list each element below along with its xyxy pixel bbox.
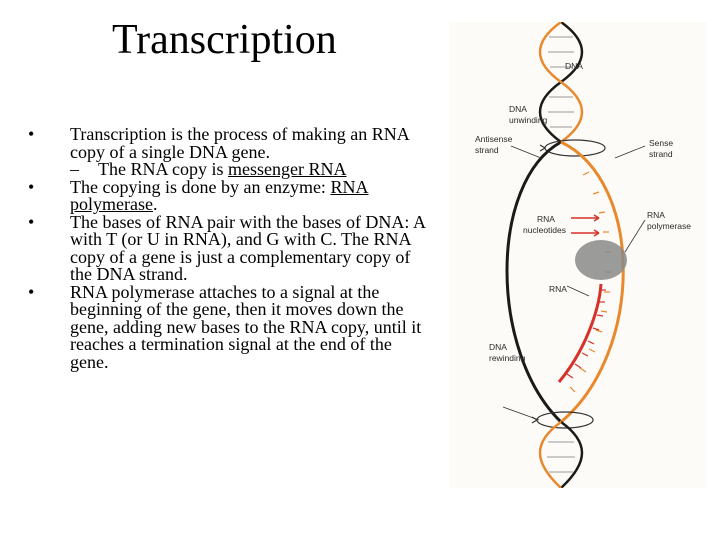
label-antisense-strand: Antisense xyxy=(475,134,513,144)
bullet-symbol: • xyxy=(28,124,35,144)
label-sense-strand: strand xyxy=(649,149,673,159)
sub-bullet-symbol: – xyxy=(70,159,79,179)
transcription-bubble xyxy=(505,140,625,424)
bullet-text: Transcription is the process of making a… xyxy=(70,124,409,162)
bullet-text: The bases of RNA pair with the bases of … xyxy=(70,211,425,284)
label-dna: DNA xyxy=(565,61,583,71)
lower-dna-helix xyxy=(538,420,584,488)
bullet-suffix: . xyxy=(152,194,158,214)
label-dna-rewinding: DNA xyxy=(489,342,507,352)
label-dna-unwinding: unwinding xyxy=(509,115,548,125)
upper-dna-helix xyxy=(538,22,584,144)
unwinding-arrow xyxy=(539,139,606,157)
label-rna-nucleotides: nucleotides xyxy=(523,225,566,235)
bullet-item: • Transcription is the process of making… xyxy=(28,124,428,162)
transcription-diagram: DNA DNA unwinding Antisense strand Sense… xyxy=(449,22,707,488)
bullet-item: • The bases of RNA pair with the bases o… xyxy=(28,211,428,284)
label-dna-rewinding: rewinding xyxy=(489,353,526,363)
bullet-symbol: • xyxy=(28,281,35,302)
sub-bullet-prefix: The RNA copy is xyxy=(98,159,228,179)
label-rna-polymerase: RNA xyxy=(647,210,665,220)
slide-title: Transcription xyxy=(112,17,337,63)
bullet-prefix: The copying is done by an enzyme: xyxy=(70,176,331,197)
label-dna-unwinding: DNA xyxy=(509,104,527,114)
label-rna-polymerase: polymerase xyxy=(647,221,691,231)
bullet-symbol: • xyxy=(28,211,35,232)
leader-lines xyxy=(502,145,646,421)
transcription-diagram-svg: DNA DNA unwinding Antisense strand Sense… xyxy=(475,22,691,488)
bullet-term: RNA polymerase xyxy=(70,176,369,214)
label-rna-nucleotides: RNA xyxy=(537,214,555,224)
label-sense-strand: Sense xyxy=(649,138,673,148)
incoming-nucleotides xyxy=(571,214,600,237)
bullet-list: • Transcription is the process of making… xyxy=(28,124,428,372)
bullet-symbol: • xyxy=(28,176,35,197)
rna-polymerase-shape xyxy=(575,240,627,280)
sub-bullet-term: messenger RNA xyxy=(228,159,347,179)
sub-bullet-item: – The RNA copy is messenger RNA xyxy=(28,159,428,179)
bullet-item: • The copying is done by an enzyme: RNA … xyxy=(28,176,428,214)
label-rna: RNA xyxy=(549,284,567,294)
label-antisense-strand: strand xyxy=(475,145,499,155)
bullet-text: RNA polymerase attaches to a signal at t… xyxy=(70,281,422,372)
bullet-item: • RNA polymerase attaches to a signal at… xyxy=(28,281,428,372)
